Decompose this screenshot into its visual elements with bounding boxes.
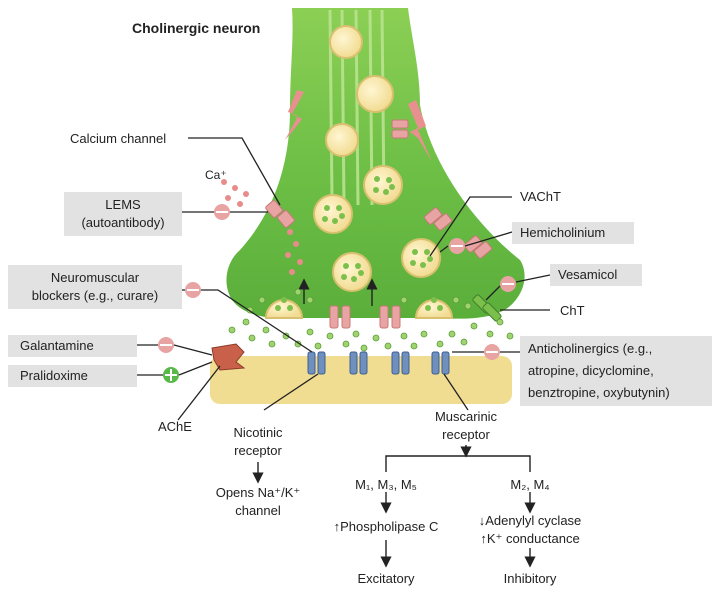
nicotinic-effect: Opens Na⁺/K⁺ bbox=[215, 485, 301, 500]
pointer-lines bbox=[137, 137, 551, 421]
nicotinic-sublabel: receptor bbox=[234, 443, 282, 458]
pralidoxime-label: Pralidoxime bbox=[20, 368, 88, 383]
phospholipase-effect: ↑Phospholipase C bbox=[333, 519, 439, 534]
anticholinergics-label: Anticholinergics (e.g., bbox=[528, 341, 653, 356]
excitatory-outcome: Excitatory bbox=[357, 571, 415, 586]
galantamine-box bbox=[8, 335, 137, 357]
anticholinergics-examples-1: atropine, dicyclomine, bbox=[528, 363, 654, 378]
adenylyl-cyclase-effect: ↓Adenylyl cyclase bbox=[478, 513, 582, 528]
action-potential-right-icon bbox=[408, 100, 432, 162]
vacht-label: VAChT bbox=[520, 189, 561, 204]
galantamine-label: Galantamine bbox=[20, 338, 94, 353]
inhibitory-outcome: Inhibitory bbox=[503, 571, 557, 586]
lems-box bbox=[64, 192, 182, 236]
pralidoxime-box bbox=[8, 365, 137, 387]
inhibit-symbols bbox=[158, 204, 516, 360]
cht-transporter bbox=[472, 294, 502, 322]
nmb-label: Neuromuscular bbox=[50, 270, 140, 285]
lems-sublabel: (autoantibody) bbox=[81, 215, 165, 230]
nicotinic-label: Nicotinic bbox=[233, 425, 283, 440]
m-excitatory-subtypes: M₁, M₃, M₅ bbox=[355, 477, 417, 492]
anticholinergics-box bbox=[520, 336, 712, 406]
nmb-box bbox=[8, 265, 182, 309]
muscarinic-label: Muscarinic bbox=[434, 409, 498, 424]
calcium-ions bbox=[221, 179, 303, 275]
lems-label: LEMS bbox=[105, 197, 141, 212]
muscarinic-branch bbox=[385, 455, 531, 472]
ache-label: AChE bbox=[158, 419, 192, 434]
membrane-channels bbox=[265, 119, 493, 329]
muscarinic-sublabel: receptor bbox=[442, 427, 490, 442]
ache-enzyme-icon bbox=[211, 343, 246, 371]
postsynaptic-receptors bbox=[307, 351, 450, 375]
calcium-channel-label: Calcium channel bbox=[70, 131, 167, 146]
vesamicol-label: Vesamicol bbox=[558, 267, 618, 282]
anticholinergics-examples-2: benztropine, oxybutynin) bbox=[528, 385, 670, 400]
ach-vesicles bbox=[264, 165, 454, 319]
calcium-ion-label: Ca⁺ bbox=[205, 168, 227, 182]
nmb-sublabel: blockers (e.g., curare) bbox=[31, 288, 159, 303]
hemicholinium-label: Hemicholinium bbox=[520, 225, 606, 240]
neuron-terminal bbox=[226, 8, 525, 319]
vesamicol-box bbox=[550, 264, 642, 286]
cht-label: ChT bbox=[560, 303, 585, 318]
m-inhibitory-subtypes: M₂, M₄ bbox=[510, 477, 550, 492]
action-potential-left-icon bbox=[285, 90, 304, 140]
nicotinic-effect-2: channel bbox=[235, 503, 281, 518]
acetylcholine-molecules bbox=[228, 288, 514, 352]
diagram-title: Cholinergic neuron bbox=[132, 20, 261, 36]
hemicholinium-box bbox=[512, 222, 634, 244]
k-conductance-effect: ↑K⁺ conductance bbox=[480, 531, 580, 546]
activate-symbol bbox=[163, 367, 179, 383]
